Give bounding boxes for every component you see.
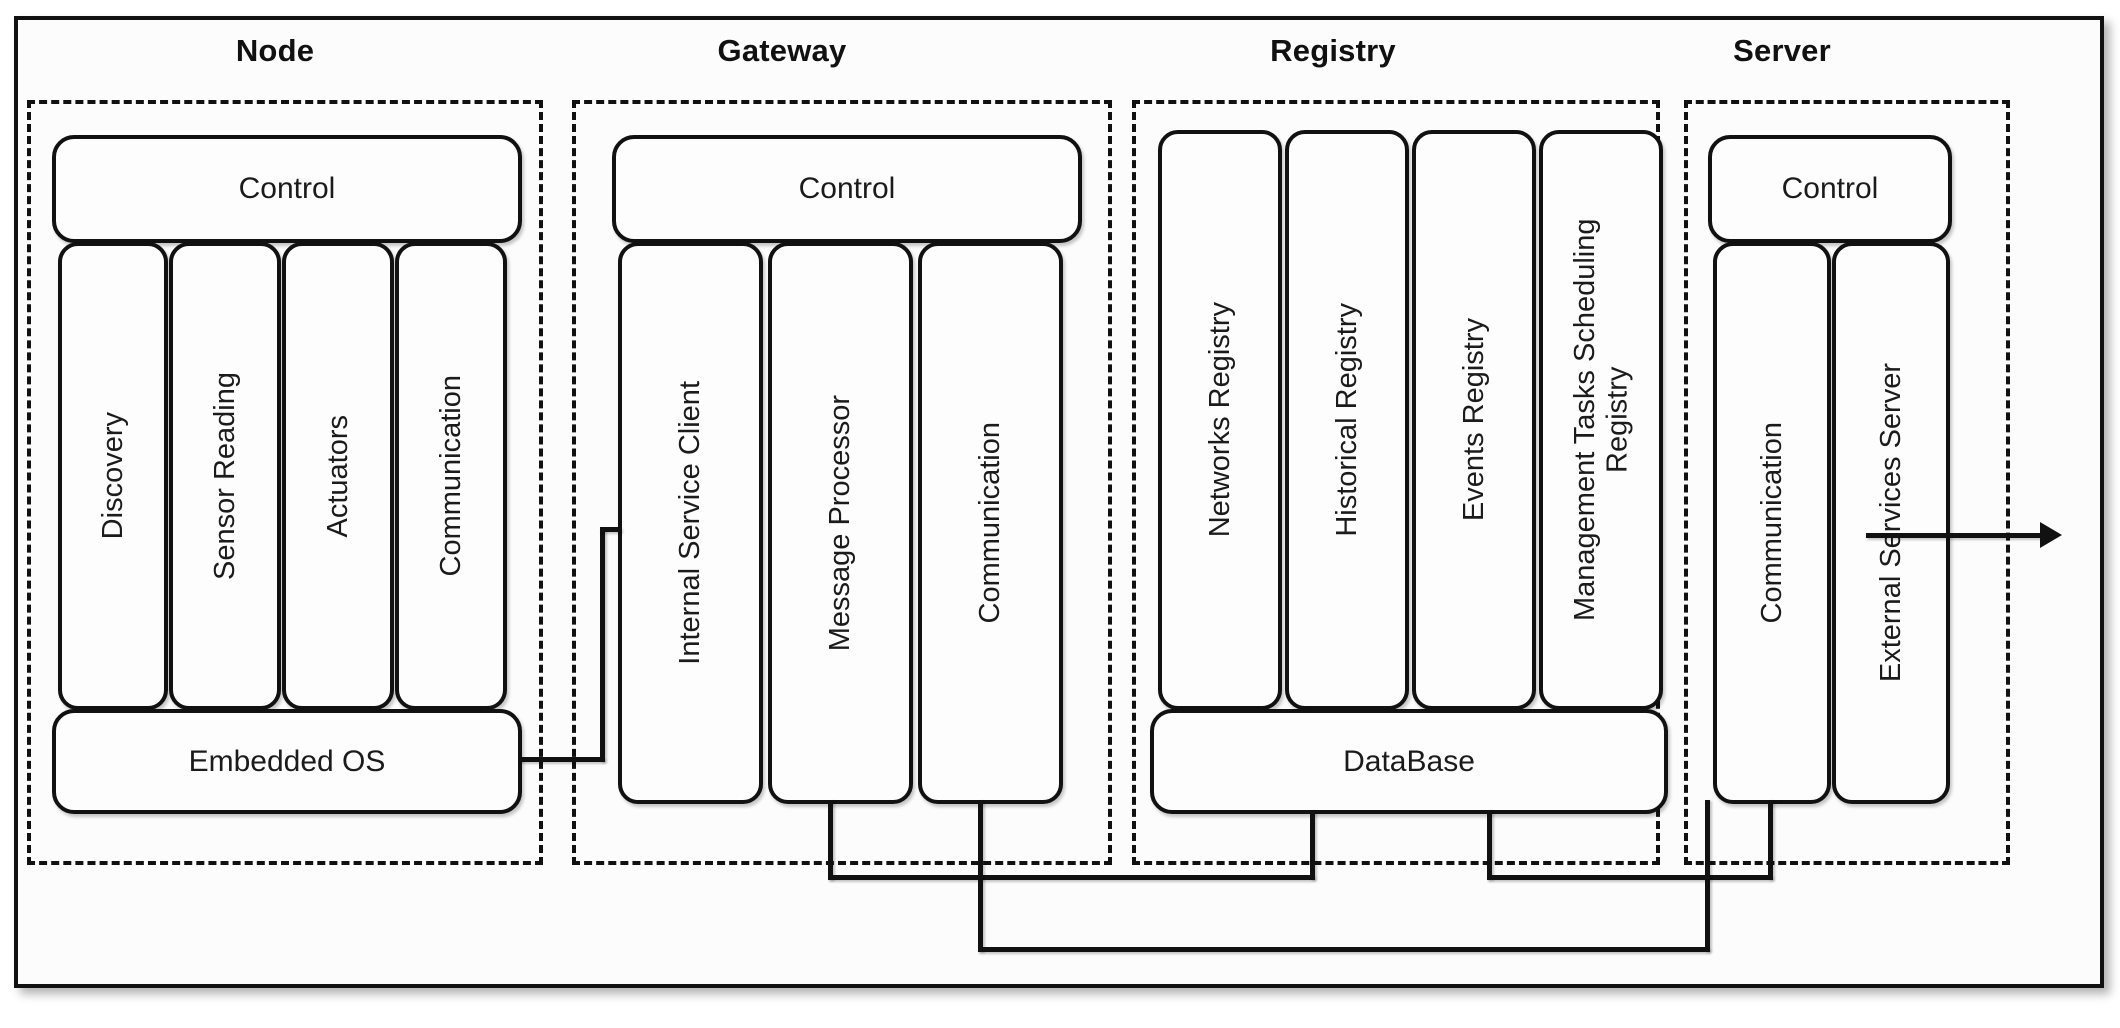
server-column-external-services-server-label: External Services Server [1874, 363, 1907, 683]
registry-column-management-tasks-scheduling-registry[interactable]: Management Tasks Scheduling Registry [1539, 130, 1663, 710]
server-column-communication-label: Communication [1755, 422, 1788, 624]
connector-outbound-line [1866, 533, 2046, 538]
zone-gateway [572, 100, 1112, 865]
registry-database-box[interactable]: DataBase [1150, 709, 1668, 814]
node-control-label: Control [238, 172, 336, 205]
connector-gateway-message-processor-drop [828, 800, 833, 880]
gateway-column-message-processor-label: Message Processor [824, 394, 857, 652]
gateway-control-box[interactable]: Control [612, 135, 1082, 243]
node-embedded-os-label: Embedded OS [188, 744, 386, 778]
node-column-discovery[interactable]: Discovery [58, 242, 168, 710]
connector-upper-bus-right [1487, 875, 1773, 880]
registry-column-historical-registry-label: Historical Registry [1330, 303, 1363, 537]
outbound-arrow-icon [2040, 522, 2062, 548]
node-column-actuators-label: Actuators [321, 414, 354, 538]
registry-database-label: DataBase [1343, 744, 1475, 778]
gateway-column-communication-label: Communication [974, 422, 1007, 624]
node-column-sensor-reading-label: Sensor Reading [208, 372, 241, 580]
server-column-communication[interactable]: Communication [1713, 242, 1831, 804]
registry-column-networks-registry-label: Networks Registry [1203, 302, 1236, 538]
registry-column-events-registry-label: Events Registry [1457, 318, 1490, 522]
node-column-sensor-reading[interactable]: Sensor Reading [169, 242, 281, 710]
registry-column-events-registry[interactable]: Events Registry [1412, 130, 1536, 710]
section-title-gateway: Gateway [717, 33, 847, 68]
section-title-server: Server [1733, 33, 1831, 68]
node-column-communication-label: Communication [434, 375, 467, 577]
zone-server [1684, 100, 2010, 865]
gateway-column-communication[interactable]: Communication [918, 242, 1063, 804]
connector-lower-bus [978, 947, 1710, 952]
server-control-label: Control [1781, 172, 1879, 205]
connector-node-to-gateway-segment-h1 [520, 757, 605, 762]
node-column-actuators[interactable]: Actuators [282, 242, 394, 710]
gateway-column-message-processor[interactable]: Message Processor [768, 242, 913, 804]
connector-server-external-services-drop [1768, 800, 1773, 880]
gateway-column-internal-service-client[interactable]: Internal Service Client [618, 242, 763, 804]
section-title-node: Node [235, 33, 315, 68]
connector-gateway-communication-drop [978, 800, 983, 952]
connector-node-to-gateway-segment-v [600, 527, 605, 762]
node-column-discovery-label: Discovery [96, 412, 129, 540]
node-control-box[interactable]: Control [52, 135, 522, 243]
section-title-registry: Registry [1270, 33, 1396, 68]
registry-column-networks-registry[interactable]: Networks Registry [1158, 130, 1282, 710]
gateway-column-internal-service-client-label: Internal Service Client [674, 381, 707, 665]
connector-server-communication-drop [1705, 800, 1710, 952]
connector-node-to-gateway-segment-h2 [600, 527, 622, 532]
registry-column-management-tasks-scheduling-registry-label: Management Tasks Scheduling Registry [1568, 218, 1633, 622]
node-embedded-os-box[interactable]: Embedded OS [52, 709, 522, 814]
connector-registry-database-left-leg [1310, 810, 1315, 880]
gateway-control-label: Control [798, 172, 896, 205]
connector-upper-bus-left [828, 875, 1315, 880]
node-column-communication[interactable]: Communication [395, 242, 507, 710]
registry-column-historical-registry[interactable]: Historical Registry [1285, 130, 1409, 710]
server-control-box[interactable]: Control [1708, 135, 1952, 243]
zone-node [27, 100, 543, 865]
server-column-external-services-server[interactable]: External Services Server [1832, 242, 1950, 804]
connector-registry-database-right-leg [1487, 810, 1492, 880]
